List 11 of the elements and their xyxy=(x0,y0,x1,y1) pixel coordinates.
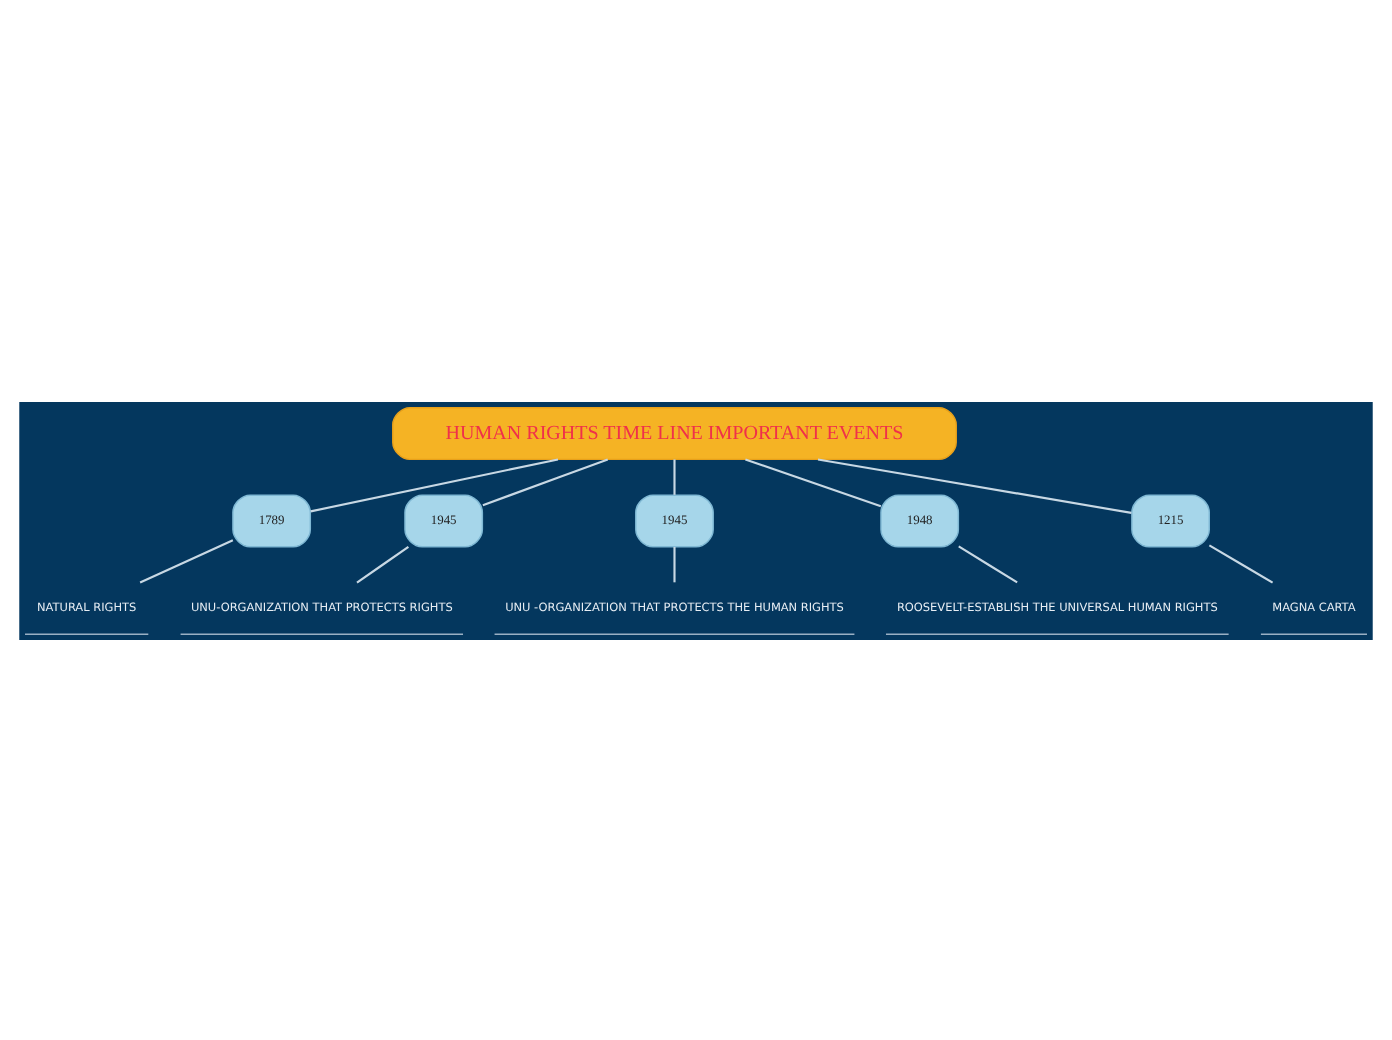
connector xyxy=(356,545,410,583)
connector xyxy=(745,457,882,507)
connector xyxy=(139,538,234,583)
connector xyxy=(1208,543,1274,583)
connector xyxy=(673,545,676,582)
connector xyxy=(817,457,1132,513)
connector xyxy=(310,457,559,512)
connector xyxy=(958,544,1018,583)
node-box: HUMAN RIGHTS TIME LINE IMPORTANT EVENTS xyxy=(392,406,957,460)
connector xyxy=(482,457,609,506)
connector xyxy=(673,458,676,494)
